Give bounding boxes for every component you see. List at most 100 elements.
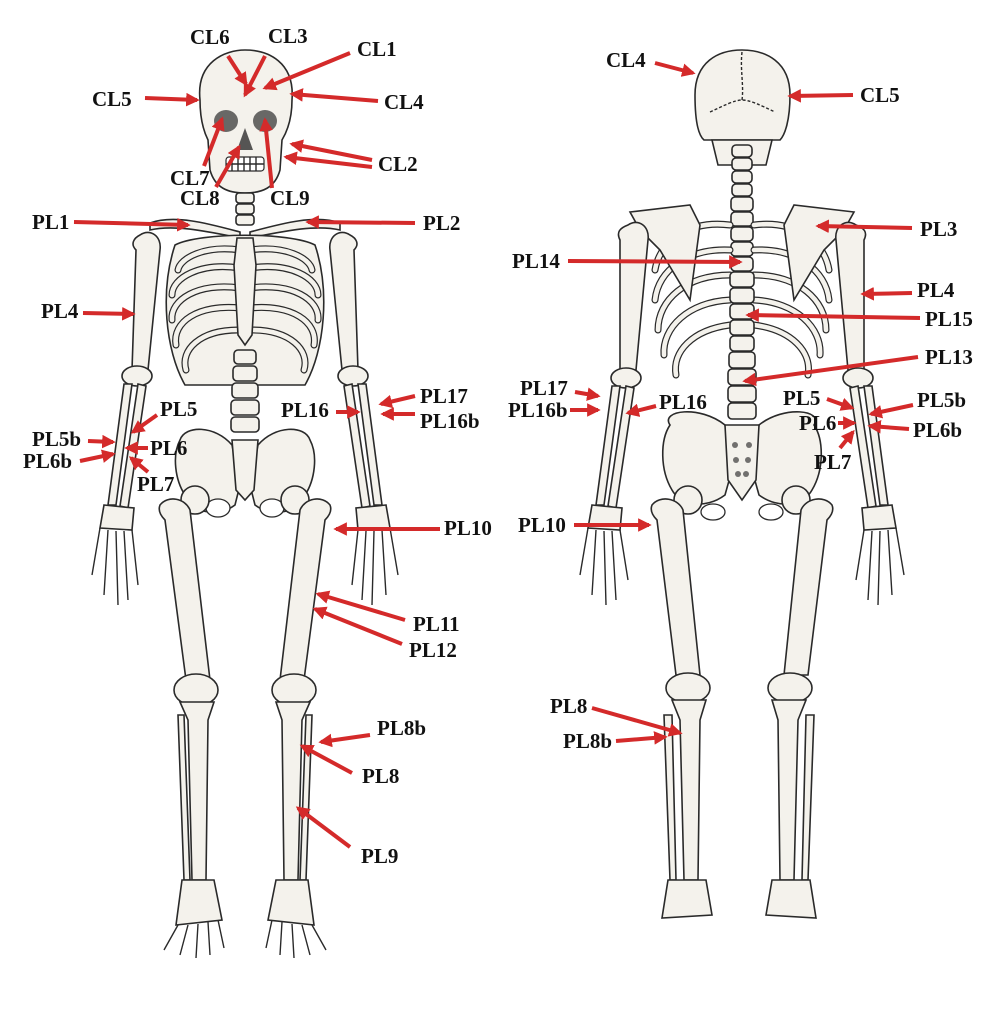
anterior-left-leg bbox=[158, 485, 225, 959]
landmark-label: PL11 bbox=[413, 612, 460, 636]
arrow-icon bbox=[567, 255, 743, 269]
annotation-a-pl8: PL8 bbox=[299, 744, 399, 788]
landmark-label: PL17 bbox=[420, 384, 468, 408]
arrow-icon bbox=[262, 51, 351, 91]
annotation-a-cl3: CL3 bbox=[243, 24, 308, 98]
annotation-p-pl16: PL16 bbox=[625, 390, 707, 417]
annotation-p-pl8: PL8 bbox=[550, 694, 683, 737]
annotation-a-pl8b: PL8b bbox=[318, 716, 426, 748]
annotation-a-cl4: CL4 bbox=[289, 88, 424, 114]
arrow-icon bbox=[826, 397, 855, 411]
landmark-label: PL7 bbox=[137, 472, 174, 496]
annotation-a-cl7: CL7 bbox=[170, 116, 225, 190]
arrow-icon bbox=[815, 219, 913, 234]
arrow-icon bbox=[867, 420, 910, 434]
annotation-a-cl1: CL1 bbox=[262, 37, 397, 91]
annotation-a-cl2b bbox=[283, 151, 373, 169]
landmark-label: PL5 bbox=[160, 397, 197, 421]
annotation-a-pl1: PL1 bbox=[32, 210, 191, 234]
annotation-p-pl7: PL7 bbox=[814, 429, 855, 474]
landmark-label: PL5b bbox=[32, 427, 81, 451]
landmark-label: PL10 bbox=[518, 513, 566, 537]
arrow-icon bbox=[615, 731, 668, 745]
annotation-p-cl5: CL5 bbox=[787, 83, 900, 107]
landmark-label: PL6b bbox=[23, 449, 72, 473]
annotation-a-pl17: PL17 bbox=[378, 384, 468, 409]
landmark-label: PL13 bbox=[925, 345, 973, 369]
arrow-icon bbox=[591, 706, 683, 737]
landmark-label: CL4 bbox=[384, 90, 424, 114]
arrow-icon bbox=[259, 117, 274, 189]
anterior-skull bbox=[198, 49, 293, 194]
posterior-skeleton bbox=[579, 49, 905, 919]
annotation-p-pl6b: PL6b bbox=[867, 418, 962, 442]
landmark-label: PL2 bbox=[423, 211, 460, 235]
landmark-label: CL1 bbox=[357, 37, 397, 61]
landmark-label: CL5 bbox=[92, 87, 132, 111]
annotation-a-pl2: PL2 bbox=[305, 211, 460, 235]
landmark-label: PL6 bbox=[150, 436, 187, 460]
annotation-a-cl9: CL9 bbox=[259, 117, 310, 210]
posterior-spine bbox=[730, 144, 754, 272]
arrow-icon bbox=[128, 456, 150, 474]
annotation-p-pl6: PL6 bbox=[799, 411, 857, 435]
annotation-a-pl9: PL9 bbox=[295, 806, 398, 868]
arrow-icon bbox=[574, 387, 601, 401]
annotation-a-pl16: PL16 bbox=[281, 398, 361, 422]
annotation-p-pl13: PL13 bbox=[742, 345, 973, 387]
anterior-lumbar-spine bbox=[230, 349, 260, 433]
arrow-icon bbox=[214, 144, 241, 188]
arrow-icon bbox=[295, 806, 352, 849]
posterior-left-arm bbox=[579, 221, 649, 606]
annotation-a-pl5: PL5 bbox=[130, 397, 197, 434]
landmark-label: PL16b bbox=[420, 409, 480, 433]
annotation-p-pl14: PL14 bbox=[512, 249, 743, 273]
landmark-label: PL16b bbox=[508, 398, 568, 422]
arrow-icon bbox=[625, 403, 657, 417]
landmark-label: PL5b bbox=[917, 388, 966, 412]
annotation-p-pl10: PL10 bbox=[518, 513, 652, 537]
anterior-ribcage bbox=[165, 234, 325, 386]
landmark-label: PL16 bbox=[659, 390, 707, 414]
arrow-icon bbox=[202, 116, 225, 167]
landmark-label: PL8b bbox=[377, 716, 426, 740]
landmark-label: PL8 bbox=[550, 694, 587, 718]
anterior-right-leg bbox=[265, 485, 332, 959]
annotation-a-cl6: CL6 bbox=[190, 25, 248, 87]
arrow-icon bbox=[130, 413, 159, 434]
anterior-cervical-spine bbox=[235, 192, 255, 226]
annotation-a-pl16b: PL16b bbox=[380, 407, 480, 433]
landmark-label: PL10 bbox=[444, 516, 492, 540]
landmark-label: PL8 bbox=[362, 764, 399, 788]
landmark-label: CL7 bbox=[170, 166, 210, 190]
arrow-icon bbox=[289, 139, 373, 162]
arrow-icon bbox=[654, 61, 696, 77]
landmark-label: CL9 bbox=[270, 186, 310, 210]
arrow-icon bbox=[299, 744, 353, 775]
annotation-a-pl4: PL4 bbox=[41, 299, 136, 323]
annotation-a-cl2a: CL2 bbox=[289, 139, 418, 176]
annotation-p-pl15: PL15 bbox=[745, 307, 973, 331]
posterior-right-arm bbox=[835, 221, 905, 606]
landmark-label: PL3 bbox=[920, 217, 957, 241]
landmark-label: PL7 bbox=[814, 450, 851, 474]
arrow-icon bbox=[378, 394, 416, 409]
annotation-p-pl17: PL17 bbox=[520, 376, 601, 401]
landmark-label: PL9 bbox=[361, 844, 398, 868]
arrow-icon bbox=[860, 286, 913, 301]
landmark-label: CL6 bbox=[190, 25, 230, 49]
annotation-a-pl6b: PL6b bbox=[23, 449, 116, 473]
annotation-p-pl5b: PL5b bbox=[868, 388, 966, 419]
landmark-label: PL4 bbox=[917, 278, 955, 302]
arrow-icon bbox=[73, 217, 191, 232]
arrow-icon bbox=[243, 55, 267, 98]
posterior-pelvis bbox=[661, 411, 823, 521]
landmark-label: PL17 bbox=[520, 376, 568, 400]
arrow-icon bbox=[226, 54, 248, 87]
landmark-label: PL15 bbox=[925, 307, 973, 331]
arrow-icon bbox=[305, 215, 416, 229]
landmark-label: CL4 bbox=[606, 48, 646, 72]
landmark-label: PL14 bbox=[512, 249, 560, 273]
